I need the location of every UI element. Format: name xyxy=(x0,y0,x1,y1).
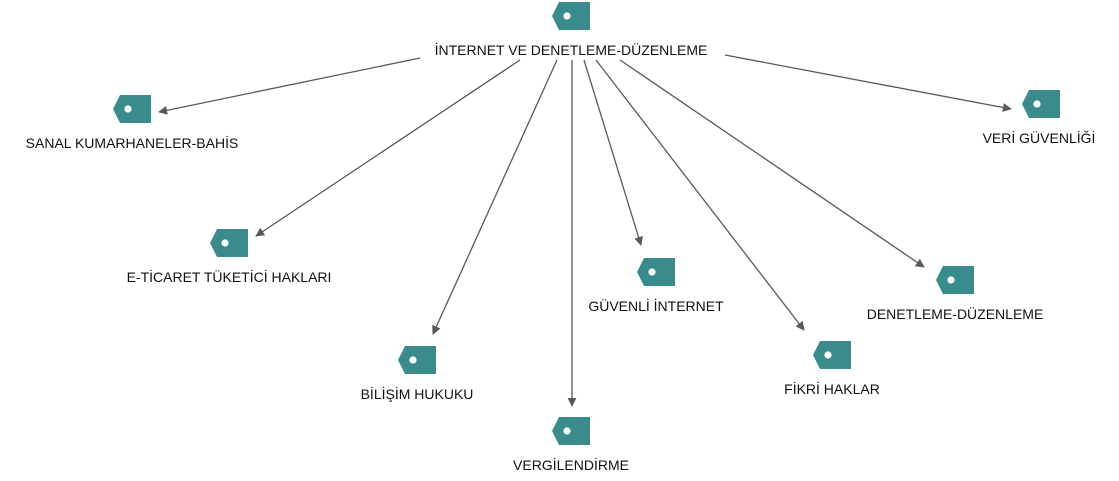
node-label: SANAL KUMARHANELER-BAHİS xyxy=(26,134,239,151)
edge-to-fikri-haklar xyxy=(595,59,805,331)
node-denetleme-duzenleme[interactable]: DENETLEME-DÜZENLEME xyxy=(867,266,1044,322)
node-vergilendirme[interactable]: VERGİLENDİRME xyxy=(513,417,629,473)
node-fikri-haklar[interactable]: FİKRİ HAKLAR xyxy=(784,341,880,397)
node-e-ticaret-tuketici-haklari[interactable]: E-TİCARET TÜKETİCİ HAKLARI xyxy=(127,229,332,285)
tag-icon xyxy=(1022,90,1060,118)
node-guvenli-internet[interactable]: GÜVENLİ İNTERNET xyxy=(588,258,724,314)
node-label: GÜVENLİ İNTERNET xyxy=(588,297,724,314)
node-label: İNTERNET VE DENETLEME-DÜZENLEME xyxy=(435,41,708,58)
node-root[interactable]: İNTERNET VE DENETLEME-DÜZENLEME xyxy=(435,2,708,58)
edge-to-sanal-kumarhaneler-bahis xyxy=(158,57,421,115)
tag-icon xyxy=(552,417,590,445)
node-label: BİLİŞİM HUKUKU xyxy=(361,385,474,402)
tag-icon xyxy=(637,258,675,286)
node-label: DENETLEME-DÜZENLEME xyxy=(867,305,1044,322)
edges xyxy=(158,54,1012,407)
node-veri-guvenligi[interactable]: VERİ GÜVENLİĞİ xyxy=(983,90,1096,146)
node-sanal-kumarhaneler-bahis[interactable]: SANAL KUMARHANELER-BAHİS xyxy=(26,95,239,151)
node-label: VERGİLENDİRME xyxy=(513,456,629,473)
tag-icon xyxy=(552,2,590,30)
tag-icon xyxy=(210,229,248,257)
edge-to-veri-guvenligi xyxy=(724,54,1012,112)
edge-to-bilisim-hukuku xyxy=(432,59,558,335)
edge-to-e-ticaret-tuketici-haklari xyxy=(255,59,521,237)
node-bilisim-hukuku[interactable]: BİLİŞİM HUKUKU xyxy=(361,346,474,402)
tag-icon xyxy=(813,341,851,369)
edge-to-denetleme-duzenleme xyxy=(619,59,925,268)
node-label: E-TİCARET TÜKETİCİ HAKLARI xyxy=(127,268,332,285)
node-label: VERİ GÜVENLİĞİ xyxy=(983,129,1096,146)
tag-icon xyxy=(398,346,436,374)
tag-icon xyxy=(113,95,151,123)
edge-to-guvenli-internet xyxy=(583,59,643,246)
tag-icon xyxy=(936,266,974,294)
node-label: FİKRİ HAKLAR xyxy=(784,380,880,397)
